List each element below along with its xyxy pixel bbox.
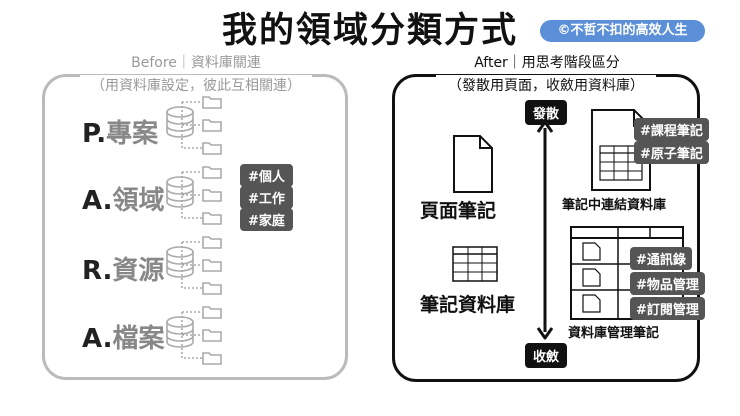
tag-personal: #個人 xyxy=(240,164,293,187)
folder-icon-group xyxy=(202,96,222,365)
row-name: 領域 xyxy=(112,186,165,216)
before-subheader: （用資料庫設定，彼此互相關連） xyxy=(80,75,312,95)
row-letter: A. xyxy=(82,186,113,216)
row-letter: R. xyxy=(82,256,113,286)
before-row-resources: R.資源 xyxy=(82,250,164,287)
before-row-projects: P.專案 xyxy=(82,113,158,150)
row-name: 資源 xyxy=(112,256,165,286)
after-header: After｜用思考階段區分 xyxy=(457,52,637,72)
page-note-label: 頁面筆記 xyxy=(420,200,497,222)
tag-family: #家庭 xyxy=(240,208,293,231)
before-row-archives: A.檔案 xyxy=(82,318,165,355)
db-note-label: 筆記資料庫 xyxy=(420,294,516,316)
database-icon xyxy=(166,176,194,208)
tag-subscription-management: #訂閱管理 xyxy=(630,297,705,320)
tag-atomic-notes: #原子筆記 xyxy=(634,141,709,164)
before-row-areas: A.領域 xyxy=(82,180,165,217)
database-icon xyxy=(166,106,194,138)
before-header: Before｜資料庫關連 xyxy=(112,52,280,72)
diverge-converge-arrow xyxy=(536,120,554,340)
db-management-label: 資料庫管理筆記 xyxy=(568,326,660,341)
page-title: 我的領域分類方式 xyxy=(221,11,518,51)
tag-item-management: #物品管理 xyxy=(630,272,705,295)
tag-contacts: #通訊錄 xyxy=(630,247,692,270)
row-name: 專案 xyxy=(106,119,159,149)
database-icon xyxy=(166,316,194,348)
row-letter: A. xyxy=(82,324,113,354)
database-icon xyxy=(166,246,194,278)
linked-db-label: 筆記中連結資料庫 xyxy=(562,198,667,213)
page-icon xyxy=(453,135,493,193)
after-subheader: （發散用頁面，收斂用資料庫） xyxy=(436,75,656,95)
row-name: 檔案 xyxy=(112,324,165,354)
linked-db-page-icon xyxy=(591,109,651,191)
tag-course-notes: #課程筆記 xyxy=(634,118,709,141)
copyright-badge: ©不哲不扣的高效人生 xyxy=(540,20,705,42)
table-icon xyxy=(452,246,498,282)
row-letter: P. xyxy=(82,119,107,149)
tag-work: #工作 xyxy=(240,186,293,209)
converge-label: 收斂 xyxy=(525,343,568,368)
diverge-label: 發散 xyxy=(525,100,568,125)
before-db-tree-graphic xyxy=(166,96,222,365)
